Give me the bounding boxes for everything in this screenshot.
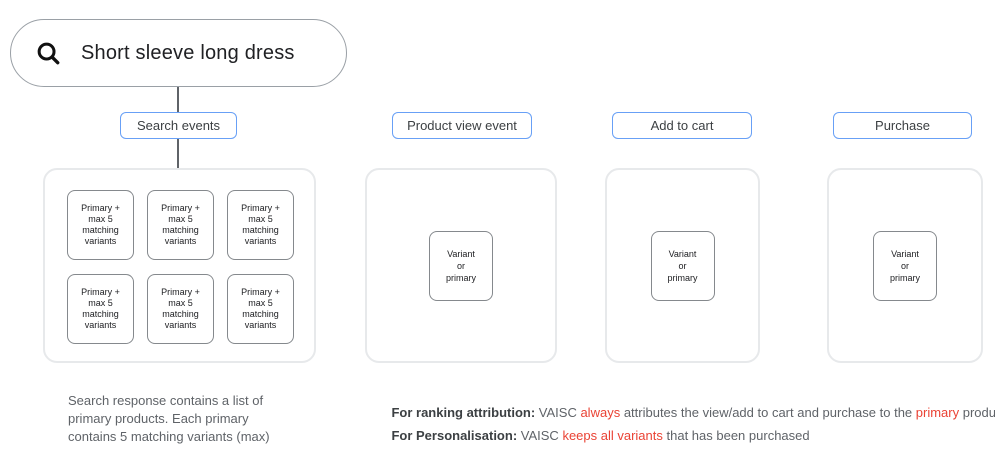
ranking-note-bold: For ranking attribution: bbox=[391, 405, 536, 420]
variant-or-primary-box: Variant or primary bbox=[873, 230, 937, 301]
search-query-text: Short sleeve long dress bbox=[81, 41, 295, 64]
add-to-cart-container: Variant or primary bbox=[605, 168, 760, 363]
ranking-note-highlight: always bbox=[580, 405, 621, 420]
personalisation-note-highlight: keeps all variants bbox=[562, 428, 663, 443]
chip-product-view-event: Product view event bbox=[392, 112, 532, 139]
primary-boxes-grid: Primary + max 5 matching variants Primar… bbox=[45, 170, 314, 344]
personalisation-note-text: VAISC bbox=[517, 428, 563, 443]
personalisation-note-text: that has been purchased bbox=[662, 428, 810, 443]
variant-or-primary-box: Variant or primary bbox=[650, 230, 715, 301]
primary-variants-box: Primary + max 5 matching variants bbox=[147, 274, 214, 344]
ranking-attribution-note: For ranking attribution: VAISC always at… bbox=[377, 390, 995, 435]
primary-variants-box: Primary + max 5 matching variants bbox=[227, 190, 294, 260]
primary-variants-box: Primary + max 5 matching variants bbox=[67, 190, 134, 260]
primary-variants-box: Primary + max 5 matching variants bbox=[67, 274, 134, 344]
ranking-note-text: VAISC bbox=[535, 405, 581, 420]
ranking-note-highlight: primary bbox=[915, 405, 960, 420]
primary-variants-box: Primary + max 5 matching variants bbox=[227, 274, 294, 344]
search-bar[interactable]: Short sleeve long dress bbox=[10, 19, 347, 87]
product-view-container: Variant or primary bbox=[365, 168, 557, 363]
chip-add-to-cart: Add to cart bbox=[612, 112, 752, 139]
variant-or-primary-box: Variant or primary bbox=[429, 230, 493, 301]
search-icon bbox=[35, 40, 62, 67]
ranking-note-text: product. bbox=[962, 405, 995, 420]
search-events-container: Primary + max 5 matching variants Primar… bbox=[43, 168, 316, 363]
ranking-note-text: attributes the view/add to cart and purc… bbox=[620, 405, 916, 420]
primary-variants-box: Primary + max 5 matching variants bbox=[147, 190, 214, 260]
purchase-container: Variant or primary bbox=[827, 168, 983, 363]
chip-search-events: Search events bbox=[120, 112, 237, 139]
chip-purchase: Purchase bbox=[833, 112, 972, 139]
personalisation-note-bold: For Personalisation: bbox=[391, 428, 518, 443]
search-response-note: Search response contains a list of prima… bbox=[68, 393, 270, 444]
personalisation-note: For Personalisation: VAISC keeps all var… bbox=[377, 413, 810, 458]
